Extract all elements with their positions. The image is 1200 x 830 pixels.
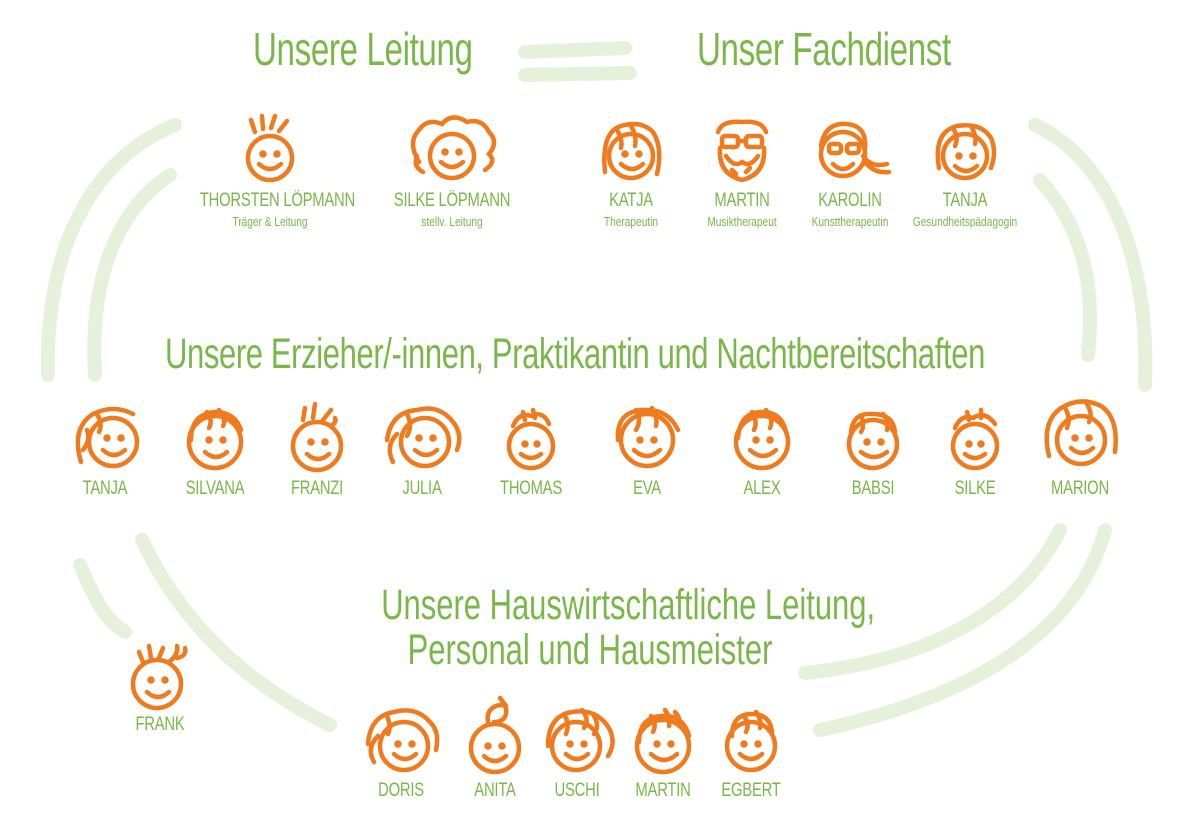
curly-hair-face-icon	[384, 406, 462, 469]
person-name: SILKE LÖPMANN	[393, 190, 511, 211]
person-card-erzieher: SILVANA	[160, 400, 270, 500]
spiky-hair-face-icon	[245, 113, 295, 183]
person-card-hauswirtschaft: EGBERT	[696, 700, 806, 802]
heading-erzieher: Unsere Erzieher/-innen, Praktikantin und…	[165, 330, 985, 378]
person-name: FRANZI	[290, 478, 344, 499]
person-card-hausmeister: FRANK	[110, 638, 210, 736]
person-card-fachdienst: TANJA Gesundheitspädagogin	[895, 112, 1035, 229]
person-name: KATJA	[609, 190, 653, 211]
bearded-glasses-face-icon	[715, 119, 769, 183]
glasses-ponytail-face-icon	[818, 121, 892, 179]
heading-fachdienst: Unser Fachdienst	[697, 23, 951, 75]
person-name: DORIS	[378, 780, 424, 801]
person-name: MARION	[1051, 478, 1109, 499]
person-card-hauswirtschaft: DORIS	[346, 700, 456, 802]
person-name: EGBERT	[721, 780, 781, 801]
person-role: stellv. Leitung	[421, 214, 483, 229]
person-card-erzieher: BABSI	[818, 400, 928, 500]
person-role: Kunsttherapeutin	[811, 214, 889, 229]
curly-hair-face-icon	[365, 708, 440, 773]
spiky-hair-face-icon	[130, 643, 188, 711]
person-name: SILVANA	[185, 478, 245, 499]
person-card-hauswirtschaft: MARTIN	[608, 700, 718, 802]
person-name: TANJA	[942, 190, 988, 211]
short-hair-face-icon	[506, 407, 556, 471]
person-name: MARTIN	[635, 780, 691, 801]
person-card-erzieher: ALEX	[707, 400, 817, 500]
heading-hauswirtschaft: Unsere Hauswirtschaftliche Leitung, Pers…	[300, 581, 880, 675]
hair-face-icon	[186, 407, 244, 471]
person-card-erzieher: TANJA	[50, 400, 160, 500]
person-card-erzieher: EVA	[592, 400, 702, 500]
person-card-erzieher: MARION	[1025, 392, 1135, 500]
person-role: Musiktherapeut	[707, 214, 777, 229]
person-card-fachdienst: MARTIN Musiktherapeut	[682, 112, 802, 229]
long-hair-face-icon	[935, 123, 997, 181]
hair-face-icon	[615, 405, 681, 469]
short-hair-face-icon	[950, 407, 1000, 471]
person-card-leitung: THORSTEN LÖPMANN Träger & Leitung	[180, 112, 360, 229]
bun-hair-face-icon	[468, 695, 522, 775]
person-name: ALEX	[743, 478, 781, 499]
hair-face-icon	[290, 401, 344, 473]
curly-hair-face-icon	[410, 115, 497, 181]
hair-face-icon	[846, 411, 900, 471]
person-name: THOMAS	[499, 478, 562, 499]
person-role: Therapeutin	[603, 214, 659, 229]
person-name: JULIA	[402, 478, 442, 499]
person-card-hauswirtschaft: ANITA	[440, 692, 550, 802]
person-card-leitung: SILKE LÖPMANN stellv. Leitung	[362, 112, 542, 229]
person-name: KAROLIN	[818, 190, 882, 211]
person-name: THORSTEN LÖPMANN	[199, 190, 355, 211]
person-name: FRANK	[135, 714, 185, 735]
person-role: Träger & Leitung	[232, 214, 308, 229]
hair-face-icon	[733, 407, 791, 471]
person-name: EVA	[633, 478, 661, 499]
person-name: USCHI	[554, 780, 600, 801]
person-name: ANITA	[474, 780, 516, 801]
short-hair-face-icon	[724, 709, 778, 773]
heading-hauswirtschaft-line1: Unsere Hauswirtschaftliche Leitung,	[381, 581, 876, 629]
curly-hair-face-icon	[75, 406, 140, 469]
person-card-fachdienst: KATJA Therapeutin	[571, 112, 691, 229]
heading-leitung: Unsere Leitung	[253, 23, 473, 75]
person-role: Gesundheitspädagogin	[912, 214, 1018, 229]
long-hair-face-icon	[602, 121, 662, 181]
person-card-fachdienst: KAROLIN Kunsttherapeutin	[790, 112, 910, 229]
curly-hair-face-icon	[545, 707, 615, 773]
person-name: MARTIN	[714, 190, 770, 211]
curly-hair-face-icon	[1044, 399, 1118, 467]
hair-face-icon	[634, 707, 692, 775]
person-card-erzieher: JULIA	[367, 400, 477, 500]
person-card-erzieher: FRANZI	[262, 400, 372, 500]
heading-hauswirtschaft-line2: Personal und Hausmeister	[407, 626, 773, 675]
person-name: SILKE	[954, 478, 996, 499]
person-card-erzieher: THOMAS	[476, 400, 586, 500]
person-card-erzieher: SILKE	[920, 400, 1030, 500]
person-name: TANJA	[82, 478, 128, 499]
person-card-hauswirtschaft: USCHI	[522, 700, 632, 802]
person-name: BABSI	[851, 478, 895, 499]
